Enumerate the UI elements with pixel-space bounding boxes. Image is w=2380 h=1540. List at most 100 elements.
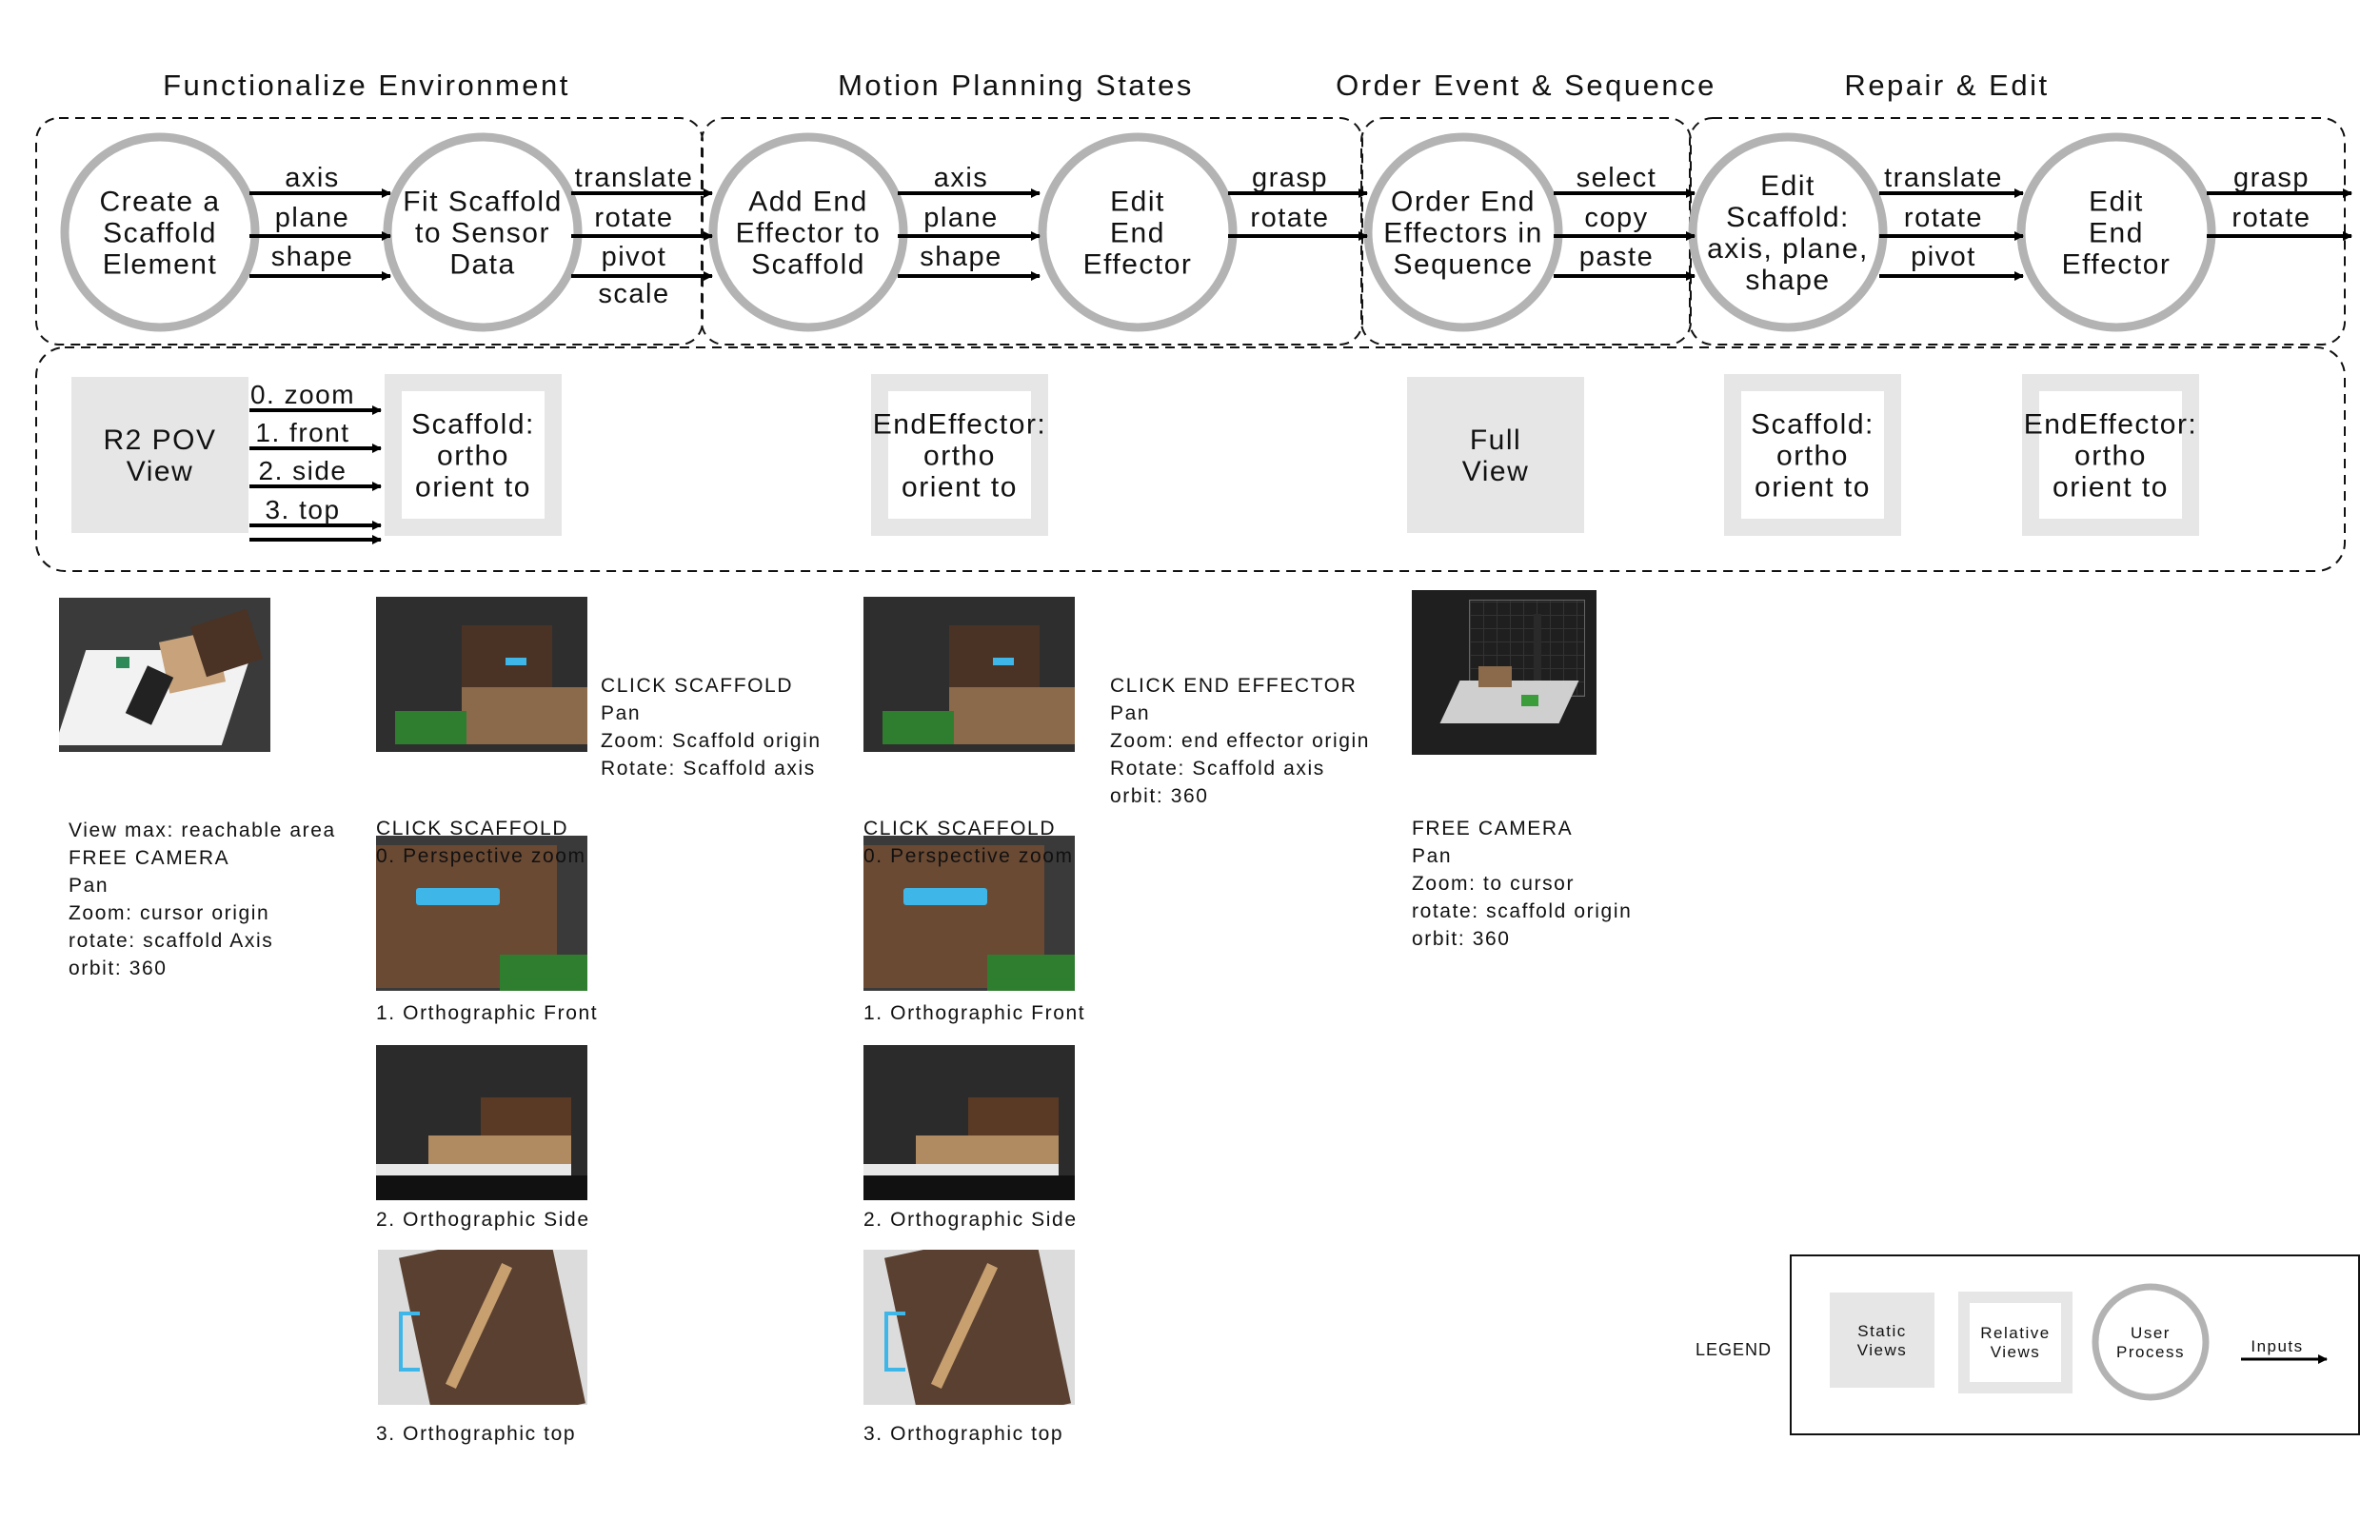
section-title-motion: Motion Planning States <box>838 69 1194 102</box>
inputs-order-end-effectors: select copy paste <box>1554 163 1696 281</box>
input-label: pivot <box>1911 242 1976 272</box>
caption-col1-top: 3. Orthographic top <box>376 1423 577 1445</box>
input-label: grasp <box>1252 163 1328 193</box>
ee-perspective-thumbnail <box>863 597 1075 752</box>
process-label: End <box>1110 218 1165 249</box>
legend-relative-label: Relative <box>1980 1324 2050 1342</box>
view-label: Scaffold: <box>411 409 535 441</box>
input-label: grasp <box>2233 163 2310 193</box>
process-label: to Sensor <box>415 218 550 249</box>
scaffold-top-thumbnail <box>378 1250 587 1405</box>
inputs-edit-end-effector-1: grasp rotate <box>1228 163 1368 241</box>
input-label: paste <box>1579 242 1654 272</box>
input-label: rotate <box>594 203 673 233</box>
input-label: translate <box>1884 163 2003 193</box>
ee-top-thumbnail <box>863 1250 1075 1405</box>
process-label: Edit <box>1110 187 1165 218</box>
ee-front-thumbnail <box>863 836 1075 991</box>
views-box <box>35 346 2346 572</box>
process-label: Add End <box>748 187 868 218</box>
view-label: ortho <box>2074 441 2147 472</box>
process-circle <box>1038 132 1238 332</box>
view-label: View <box>1462 456 1529 487</box>
process-label: End <box>2089 218 2144 249</box>
process-label: Scaffold <box>103 218 217 249</box>
input-label: pivot <box>602 242 667 272</box>
process-circle <box>60 132 260 332</box>
input-label: translate <box>575 163 694 193</box>
input-label: shape <box>920 242 1002 272</box>
process-label: Effector <box>1083 249 1193 281</box>
input-label: plane <box>923 203 998 233</box>
caption-col1-side: 2. Orthographic Side <box>376 1209 590 1231</box>
process-label: Scaffold: <box>1726 202 1850 233</box>
legend-static-label: Static <box>1857 1322 1907 1340</box>
caption-col2-top: 3. Orthographic top <box>863 1423 1064 1445</box>
section-title-repair: Repair & Edit <box>1844 69 2050 102</box>
section-title-order: Order Event & Sequence <box>1336 69 1716 102</box>
view-label: Full <box>1470 424 1521 456</box>
view-label: orient to <box>1755 472 1871 503</box>
process-label: Element <box>103 249 218 281</box>
caption-col2-side: 2. Orthographic Side <box>863 1209 1078 1231</box>
view-input-label: 0. zoom <box>250 380 355 409</box>
process-label: Data <box>449 249 515 281</box>
input-label: copy <box>1584 203 1648 233</box>
view-label: R2 POV <box>103 424 216 456</box>
static-view-box <box>1407 377 1584 533</box>
legend-static-swatch <box>1830 1293 1934 1388</box>
view-label: ortho <box>923 441 996 472</box>
view-label: ortho <box>437 441 509 472</box>
inputs-fit-scaffold: translate rotate pivot scale <box>571 163 713 309</box>
scaffold-side-thumbnail <box>376 1045 587 1200</box>
process-label: Create a <box>99 187 220 218</box>
process-label: Edit <box>1760 170 1815 202</box>
legend-relative-label: Views <box>1991 1343 2041 1361</box>
input-label: rotate <box>1250 203 1329 233</box>
process-label: Fit Scaffold <box>403 187 563 218</box>
process-label: Sequence <box>1393 249 1533 281</box>
input-label: select <box>1577 163 1657 193</box>
input-label: axis <box>285 163 340 193</box>
view-label: ortho <box>1776 441 1849 472</box>
ee-side-thumbnail <box>863 1045 1075 1200</box>
view-label: orient to <box>902 472 1018 503</box>
inputs-edit-scaffold: translate rotate pivot <box>1879 163 2024 281</box>
relative-view-box <box>2022 374 2199 536</box>
caption-col2-front: 1. Orthographic Front <box>863 1002 1086 1024</box>
relative-view-box <box>871 374 1048 536</box>
view-label: Scaffold: <box>1751 409 1874 441</box>
view-label: EndEffector: <box>873 409 1047 441</box>
process-circle <box>708 132 908 332</box>
scaffold-perspective-thumbnail <box>376 597 587 752</box>
input-label: scale <box>598 279 669 309</box>
input-label: rotate <box>1904 203 1983 233</box>
full-view-thumbnail <box>1412 590 1597 755</box>
view-input-label: 1. front <box>255 418 349 447</box>
scaffold-front-thumbnail <box>376 836 587 991</box>
view-input-label: 3. top <box>265 495 340 524</box>
process-label: Order End <box>1391 187 1536 218</box>
static-view-box <box>71 377 248 533</box>
process-label: Effector to <box>736 218 882 249</box>
relative-view-box <box>1724 374 1901 536</box>
legend-relative-swatch <box>1958 1292 2073 1393</box>
